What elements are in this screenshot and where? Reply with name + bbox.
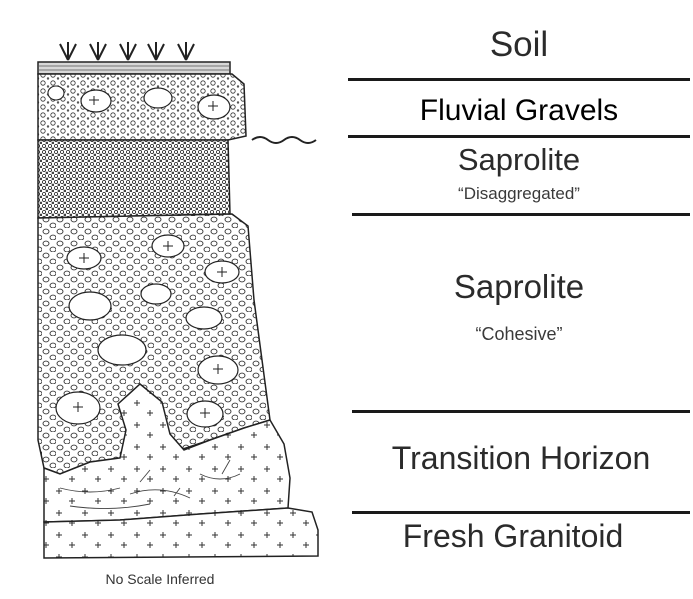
boundary-line-saprolite-cohesive [352, 410, 690, 413]
fluvial-gravels-label: Fluvial Gravels [348, 94, 690, 128]
vegetation-icon [60, 42, 194, 60]
boundary-line-saprolite-disaggregated [352, 213, 690, 216]
saprolite-cohesive-label: Saprolite [348, 268, 690, 306]
stratigraphic-column [0, 0, 340, 599]
saprolite-disaggregated-layer [38, 140, 230, 218]
saprolite-disaggregated-note: “Disaggregated” [348, 184, 690, 204]
fresh-granitoid-label: Fresh Granitoid [348, 518, 678, 555]
saprolite-disaggregated-label: Saprolite [348, 142, 690, 178]
scale-caption: No Scale Inferred [45, 571, 275, 587]
transition-horizon-label: Transition Horizon [352, 440, 690, 477]
saprolite-cohesive-note: “Cohesive” [348, 324, 690, 345]
boundary-line-gravels [348, 135, 690, 138]
boundary-line-soil [348, 78, 690, 81]
soil-label: Soil [348, 25, 690, 65]
soil-layer [38, 62, 230, 74]
fluvial-gravels-layer [38, 74, 316, 143]
boundary-line-transition [352, 511, 690, 514]
